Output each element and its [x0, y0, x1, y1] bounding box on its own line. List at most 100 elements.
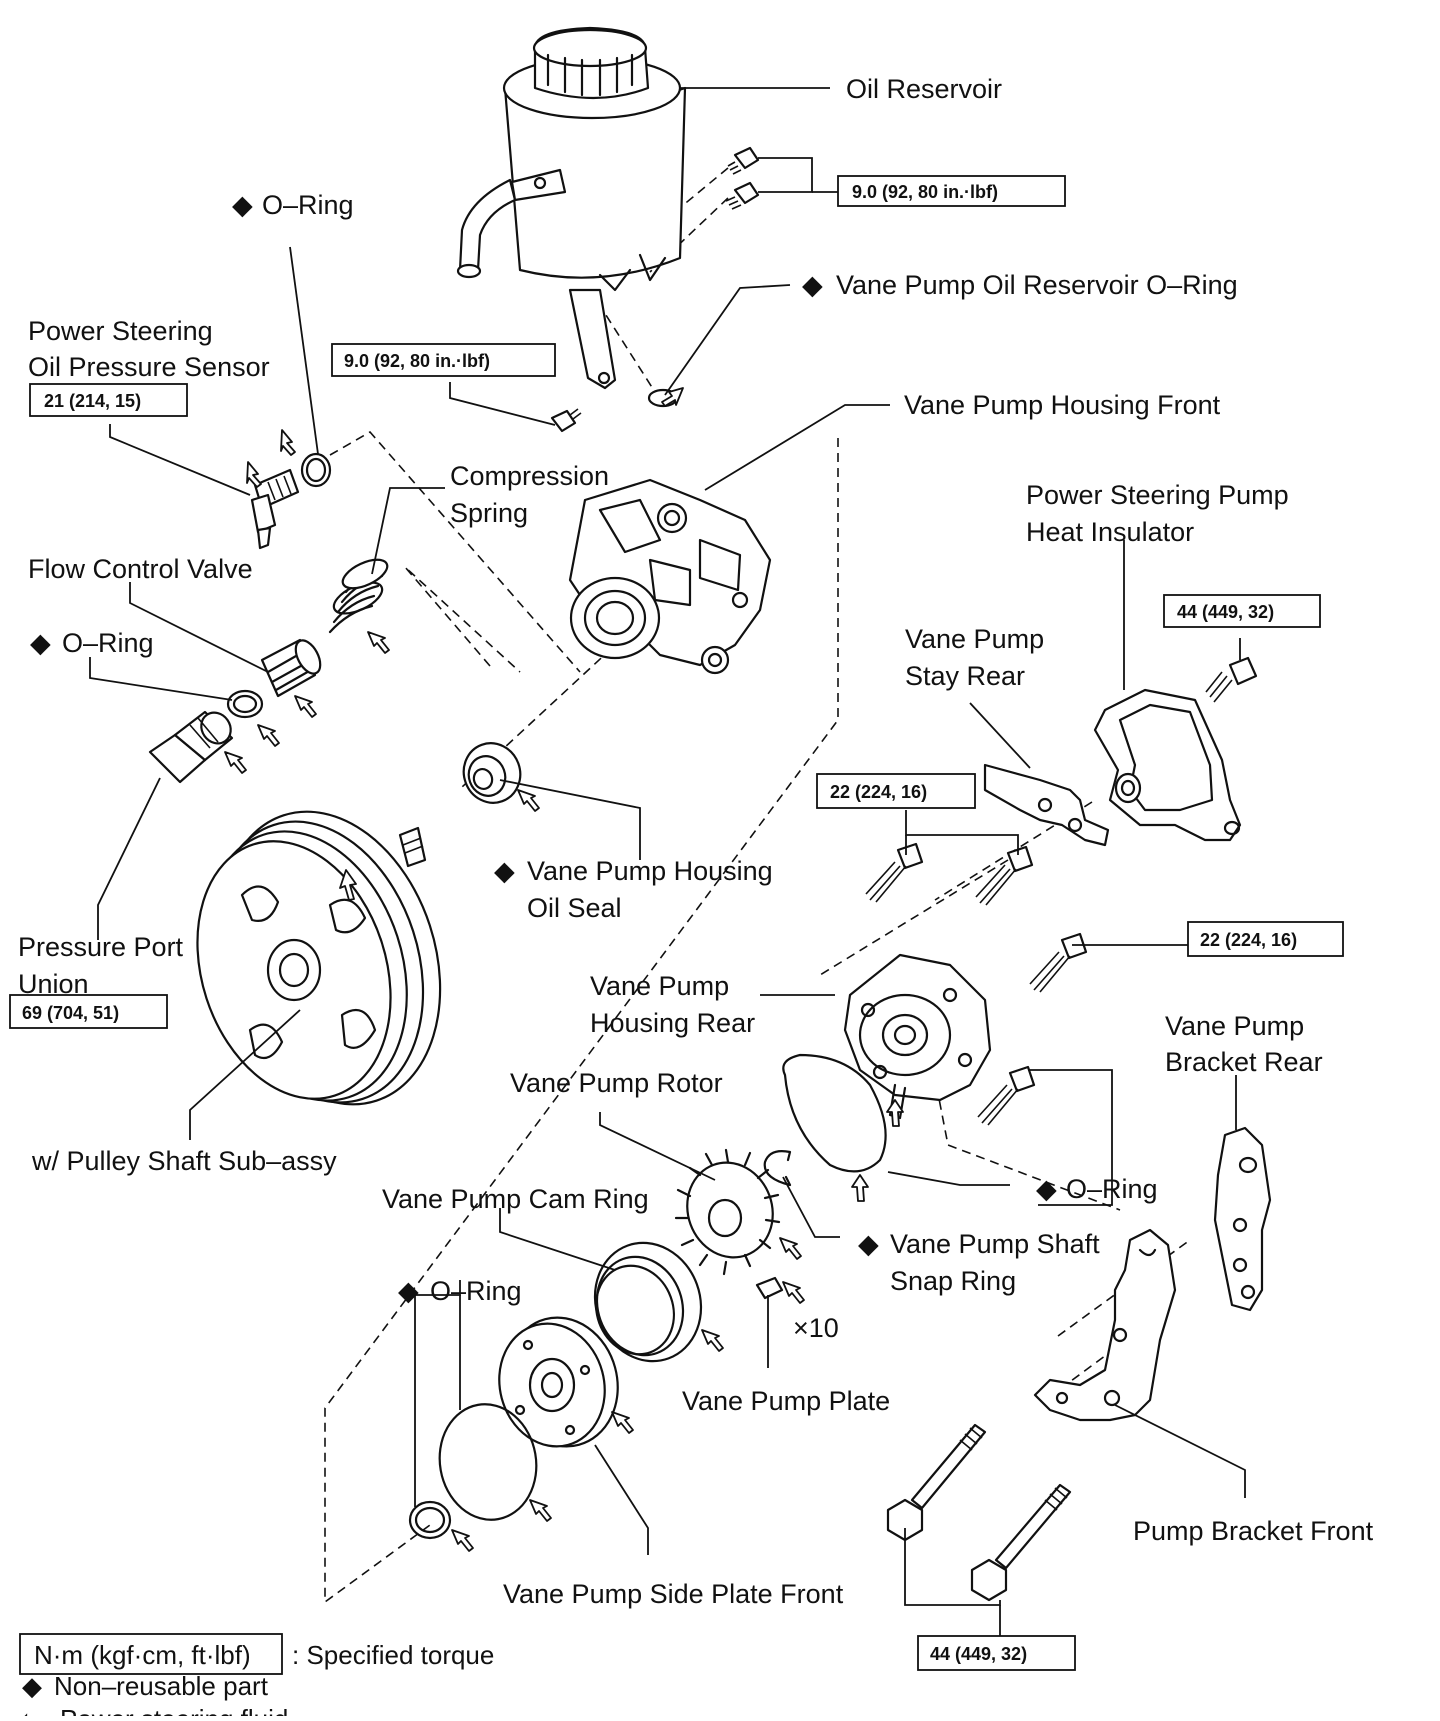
torque-box-reservoir-bracket: 9.0 (92, 80 in.·lbf): [331, 343, 556, 377]
label-o-ring-union: O–Ring: [62, 628, 154, 658]
cam-ring: [593, 1241, 703, 1363]
non-reusable-mark: ◆: [30, 628, 51, 658]
snap-ring-part: [763, 1150, 792, 1187]
fluid-arrow-icon: [851, 1174, 869, 1202]
fluid-arrow-icon: [701, 1329, 724, 1352]
label-oil-reservoir: Oil Reservoir: [846, 74, 1002, 104]
label-ps-sensor-line1: Power Steering: [28, 316, 213, 346]
label-o-ring-housing: O–Ring: [1066, 1174, 1158, 1204]
label-vane-plate: Vane Pump Plate: [682, 1386, 890, 1416]
label-port-union-line2: Union: [18, 969, 89, 999]
non-reusable-mark: ◆: [1036, 1174, 1057, 1204]
fluid-arrow-icon: [886, 1099, 904, 1127]
fluid-arrow-icon: [257, 724, 280, 747]
side-plate-large-o-ring: [438, 1403, 538, 1521]
label-oil-seal-line1: Vane Pump Housing: [527, 856, 773, 886]
fluid-arrow-icon: [451, 1529, 474, 1552]
label-o-ring-side: O–Ring: [430, 1276, 522, 1306]
fluid-arrow-icon: [280, 429, 296, 456]
torque-box-bracket-bolts: 44 (449, 32): [917, 1635, 1076, 1671]
label-compression-line1: Compression: [450, 461, 609, 491]
svg-text:9.0 (92, 80 in.·lbf): 9.0 (92, 80 in.·lbf): [344, 351, 490, 371]
leader-lines: [89, 87, 1246, 1645]
fluid-arrows: [224, 387, 904, 1552]
legend-fluid: Power steering fluid: [60, 1704, 288, 1716]
torque-box-port-union: 69 (704, 51): [9, 994, 168, 1029]
pulley-shaft: [196, 810, 442, 1106]
label-bracket-rear-line2: Bracket Rear: [1165, 1047, 1323, 1077]
vane-pump-housing-front: [568, 478, 772, 675]
bracket-front: [1033, 1228, 1177, 1422]
torque-box-housing-rear: 22 (224, 16): [1187, 921, 1344, 957]
label-side-plate-front: Vane Pump Side Plate Front: [503, 1579, 844, 1609]
reservoir-bracket-bolt: [550, 408, 582, 433]
label-compression-line2: Spring: [450, 498, 528, 528]
label-port-union-line1: Pressure Port: [18, 932, 184, 962]
label-housing-rear-line1: Vane Pump: [590, 971, 729, 1001]
side-plate-front: [498, 1316, 619, 1448]
svg-text:21 (214, 15): 21 (214, 15): [44, 391, 141, 411]
torque-box-heat-insulator: 44 (449, 32): [1163, 594, 1321, 628]
bracket-rear: [1213, 1126, 1272, 1312]
torque-box-stay-rear: 22 (224, 16): [816, 773, 976, 809]
label-housing-front: Vane Pump Housing Front: [904, 390, 1221, 420]
label-stay-rear-line2: Stay Rear: [905, 661, 1025, 691]
torque-box-reservoir-bolts: 9.0 (92, 80 in.·lbf): [837, 175, 1066, 207]
stay-rear: [983, 763, 1110, 847]
legend-fluid-icon: ⇦: [20, 1704, 42, 1716]
oil-pressure-sensor: [250, 468, 300, 550]
fluid-arrow-icon: [611, 1411, 634, 1434]
fluid-arrow-icon: [339, 869, 357, 901]
fluid-arrow-icon: [661, 387, 684, 407]
legend-torque-unit: N·m (kgf·cm, ft·lbf): [34, 1640, 251, 1670]
fluid-arrow-icon: [782, 1281, 805, 1304]
reservoir-bolt-lower: [725, 181, 760, 210]
label-snap-ring-line1: Vane Pump Shaft: [890, 1229, 1100, 1259]
stay-rear-bolt-right: [975, 845, 1034, 906]
svg-text:69 (704, 51): 69 (704, 51): [22, 1003, 119, 1023]
svg-text:44 (449, 32): 44 (449, 32): [1177, 602, 1274, 622]
rotor: [674, 1148, 781, 1276]
housing-rear-bolt-upper: [1029, 932, 1088, 993]
heat-insulator: [1093, 688, 1242, 842]
label-bracket-rear-line1: Vane Pump: [1165, 1011, 1304, 1041]
housing-rear: [843, 953, 992, 1120]
non-reusable-mark: ◆: [494, 856, 515, 886]
flow-control-valve: [260, 638, 322, 698]
oil-seal: [462, 742, 522, 804]
housing-o-ring-part: [782, 1053, 887, 1173]
reservoir-bolt-upper: [727, 146, 760, 175]
legend-torque-desc: : Specified torque: [292, 1640, 494, 1670]
side-plate-small-o-ring: [408, 1500, 452, 1540]
bracket-bolt-left: [886, 1423, 987, 1542]
label-heat-insulator-line2: Heat Insulator: [1026, 517, 1194, 547]
fluid-arrow-icon: [224, 751, 247, 774]
heat-insulator-bolt: [1205, 656, 1258, 703]
non-reusable-mark: ◆: [232, 190, 253, 220]
non-reusable-mark: ◆: [802, 270, 823, 300]
label-stay-rear-line1: Vane Pump: [905, 624, 1044, 654]
label-o-ring-sensor: O–Ring: [262, 190, 354, 220]
bracket-bolt-right: [970, 1483, 1072, 1602]
union-o-ring-part: [226, 689, 264, 719]
svg-text:9.0 (92, 80 in.·lbf): 9.0 (92, 80 in.·lbf): [852, 182, 998, 202]
label-qty-x10: ×10: [793, 1313, 839, 1343]
label-heat-insulator-line1: Power Steering Pump: [1026, 480, 1289, 510]
pressure-port-union: [148, 710, 234, 784]
fluid-arrow-icon: [294, 695, 317, 718]
label-snap-ring-line2: Snap Ring: [890, 1266, 1016, 1296]
legend: N·m (kgf·cm, ft·lbf) : Specified torque …: [19, 1633, 494, 1721]
fluid-arrow-icon: [367, 631, 390, 654]
non-reusable-mark: ◆: [858, 1229, 879, 1259]
label-reservoir-o-ring: Vane Pump Oil Reservoir O–Ring: [836, 270, 1238, 300]
legend-torque-box: [19, 1633, 283, 1675]
housing-rear-bolt-lower: [977, 1065, 1036, 1126]
vane-plate-part: [755, 1276, 784, 1300]
fluid-arrow-icon: [529, 1499, 552, 1522]
svg-text:44 (449, 32): 44 (449, 32): [930, 1644, 1027, 1664]
fluid-arrow-icon: [246, 461, 262, 488]
label-oil-seal-line2: Oil Seal: [527, 893, 622, 923]
oil-reservoir: [456, 26, 687, 390]
